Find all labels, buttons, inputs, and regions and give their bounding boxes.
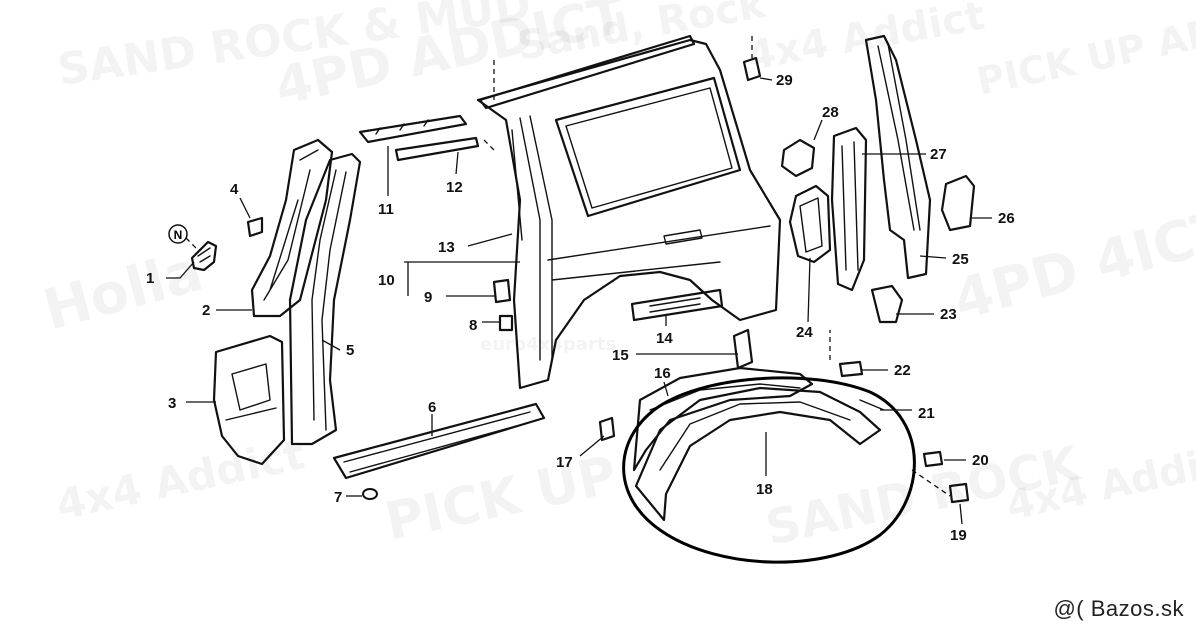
part-17-clip — [598, 416, 616, 442]
label-part-23: 23 — [940, 306, 957, 323]
label-part-26: 26 — [998, 210, 1015, 227]
part-5-pillar — [288, 152, 362, 446]
note-symbol-letter: N — [174, 228, 183, 242]
watermark-pickup-addict: PICK UP ADDICT — [973, 0, 1196, 104]
part-1-bracket — [185, 237, 218, 272]
label-part-20: 20 — [972, 452, 989, 469]
part-19-clip — [911, 469, 970, 504]
label-part-19: 19 — [950, 527, 967, 544]
part-6-rocker — [332, 402, 546, 480]
label-part-22: 22 — [894, 362, 911, 379]
part-25-pillar — [864, 34, 932, 280]
part-27-pillar — [830, 126, 868, 292]
label-part-28: 28 — [822, 104, 839, 121]
part-26-bracket — [940, 174, 976, 232]
highlight-ellipse — [622, 376, 916, 564]
part-9-clip — [492, 278, 512, 304]
note-symbol: N — [168, 224, 188, 244]
part-15-bracket — [732, 328, 754, 370]
label-part-25: 25 — [952, 251, 969, 268]
label-part-4: 4 — [230, 181, 239, 198]
label-part-8: 8 — [469, 317, 477, 334]
label-part-17: 17 — [556, 454, 573, 471]
label-part-21: 21 — [918, 405, 935, 422]
part-12-rail — [394, 136, 480, 162]
label-part-12: 12 — [446, 179, 463, 196]
part-20-clip — [922, 450, 944, 468]
label-part-29: 29 — [776, 72, 793, 89]
part-14-vent — [630, 288, 724, 322]
label-part-6: 6 — [428, 399, 436, 416]
label-part-15: 15 — [612, 347, 629, 364]
part-3-panel — [212, 334, 286, 466]
part-22-plate — [829, 330, 864, 378]
quarter-panel — [476, 34, 782, 390]
label-part-7: 7 — [334, 489, 342, 506]
part-labels: 1 2 3 4 5 6 7 8 9 10 11 12 13 14 15 16 1… — [146, 72, 1015, 544]
part-13-strip — [511, 129, 523, 241]
label-part-11: 11 — [378, 201, 394, 218]
label-part-1: 1 — [146, 270, 154, 287]
part-11-rail — [358, 114, 468, 144]
part-23-bracket — [870, 284, 904, 324]
watermark-euro4x4parts: euro4x4parts — [480, 334, 616, 355]
part-2-pillar — [250, 138, 334, 318]
label-part-5: 5 — [346, 342, 354, 359]
leader-lines — [166, 77, 992, 525]
label-part-3: 3 — [168, 395, 176, 412]
site-watermark: @( Bazos.sk — [1053, 596, 1184, 621]
label-part-13: 13 — [438, 239, 455, 256]
label-part-27: 27 — [930, 146, 947, 163]
watermark-holla: Holla — [37, 239, 210, 344]
label-part-9: 9 — [424, 289, 432, 306]
watermark-pickup: PICK UP — [380, 445, 622, 552]
part-21-strip — [859, 399, 885, 411]
label-part-18: 18 — [756, 481, 773, 498]
part-18-wheel-arch — [634, 386, 882, 522]
part-28-bracket — [780, 138, 816, 178]
label-part-16: 16 — [654, 365, 671, 382]
watermark-4x4-addict-bottom: 4x4 Addict — [52, 429, 309, 529]
label-part-10: 10 — [378, 272, 395, 289]
part-29-clip — [742, 36, 762, 82]
part-16-wheelhouse-inner — [632, 366, 814, 472]
label-part-2: 2 — [202, 302, 210, 319]
part-7-grommet — [362, 488, 378, 500]
label-part-14: 14 — [656, 330, 673, 347]
part-24-housing — [788, 184, 832, 264]
label-part-24: 24 — [796, 324, 813, 341]
part-8-clip — [498, 314, 514, 332]
part-4-plate — [246, 216, 264, 238]
